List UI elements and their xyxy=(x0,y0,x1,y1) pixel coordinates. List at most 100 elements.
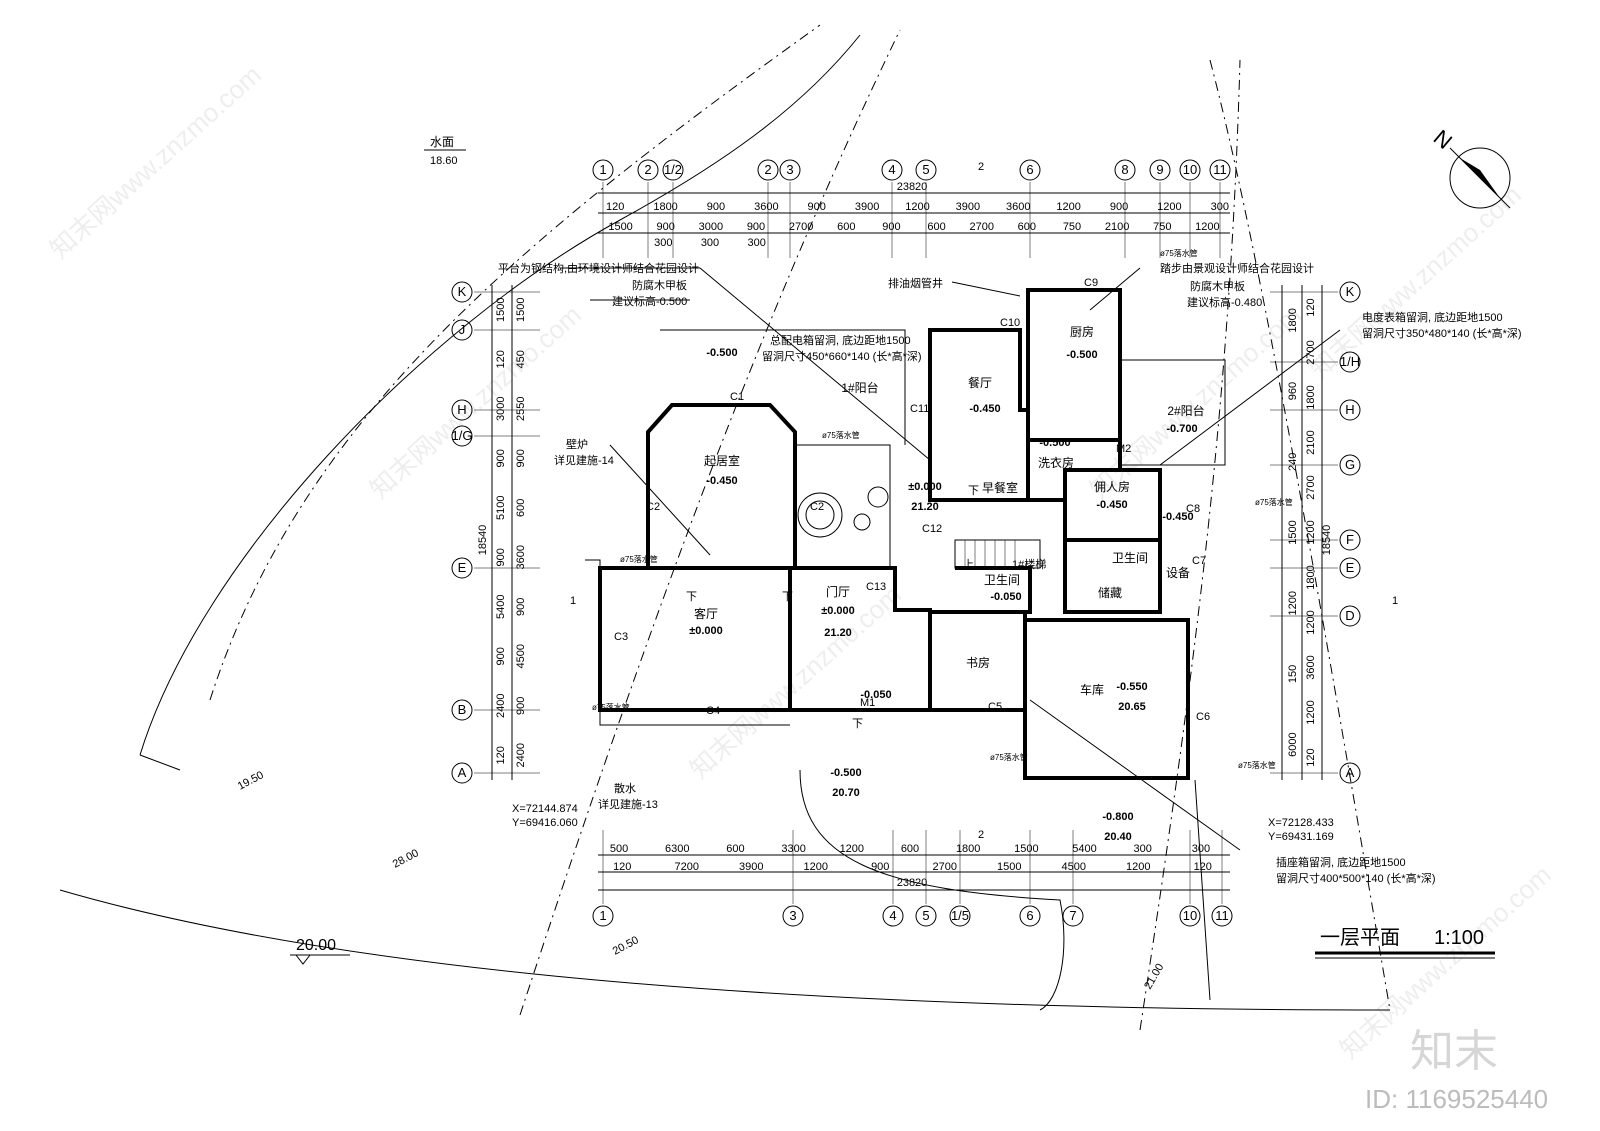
dimension-value: 2700 xyxy=(789,221,813,233)
dimension-value: 750 xyxy=(1063,221,1081,233)
water-mark: 水面 18.60 xyxy=(424,135,466,167)
water-label: 水面 xyxy=(430,135,454,149)
contour-line xyxy=(209,24,821,701)
room-name: 1#阳台 xyxy=(841,380,878,395)
axis-bubble xyxy=(451,319,473,341)
site-curve-left xyxy=(139,34,861,756)
dimension-value: 1200 xyxy=(1056,201,1080,213)
window-tag: C12 xyxy=(922,523,942,535)
dimension-value: 5400 xyxy=(495,595,507,619)
dimension-value: 1500 xyxy=(495,298,507,322)
room-level: -0.450 xyxy=(1096,499,1127,511)
axis-bubble xyxy=(662,159,684,181)
room-name: 餐厅 xyxy=(968,375,992,390)
section-mark-2-top: 2 xyxy=(978,161,984,173)
dimension-value: 5400 xyxy=(1072,843,1096,855)
room-level: ±0.000 xyxy=(821,605,855,617)
wall-dining xyxy=(928,328,1030,502)
dimension-value: 3600 xyxy=(1305,655,1317,679)
dimension-value: 120 xyxy=(613,861,631,873)
court-level: ±0.000 xyxy=(908,481,942,493)
axis-bubble xyxy=(1339,351,1361,373)
dimension-value: 450 xyxy=(515,350,527,368)
axis-label: E xyxy=(458,560,467,575)
axis-bubble xyxy=(451,699,473,721)
dimension-value: 900 xyxy=(1110,201,1128,213)
axis-bubble xyxy=(451,399,473,421)
dimension-value: 900 xyxy=(495,548,507,566)
axis-label: 7 xyxy=(1069,908,1076,923)
window-tag: C2 xyxy=(810,501,824,513)
total-height-left: 18540 xyxy=(477,525,489,556)
dimension-value: 120 xyxy=(1194,861,1212,873)
dimension-value: 1800 xyxy=(1305,385,1317,409)
dimension-value: 300 xyxy=(701,237,719,249)
dims-right-outer: 1202700180021002700120018001200360012001… xyxy=(1305,298,1317,766)
coord-left-y: Y=69416.060 xyxy=(512,817,578,829)
garage-abs-level: 20.65 xyxy=(1118,701,1146,713)
room-name: 车库 xyxy=(1080,682,1104,697)
axis-label: F xyxy=(1346,532,1354,547)
dimension-value: 240 xyxy=(1287,453,1299,471)
drain-pipe-note: ø75落水管 xyxy=(620,554,658,564)
dimension-value: 900 xyxy=(707,201,725,213)
drain-pipe-note: ø75落水管 xyxy=(1238,760,1276,770)
note-stair: 1#楼梯 xyxy=(1012,557,1046,571)
window-tag: C13 xyxy=(866,581,886,593)
contour-label: 20.50 xyxy=(611,934,641,958)
dimension-value: 1200 xyxy=(1305,610,1317,634)
drawing-scale: 1:100 xyxy=(1434,927,1484,949)
axis-bubble xyxy=(881,159,903,181)
front-abs-level: 20.70 xyxy=(832,787,860,799)
note-down: 下 xyxy=(686,591,697,603)
terrace-outline xyxy=(585,559,790,726)
window-tag: C2 xyxy=(646,501,660,513)
wall-garage xyxy=(1023,618,1190,780)
dimension-value: 1200 xyxy=(804,861,828,873)
axis-bubble xyxy=(757,159,779,181)
driveway-curve xyxy=(799,769,1065,1011)
axis-bubble xyxy=(1019,905,1041,927)
note-down: 下 xyxy=(968,485,979,497)
room-name: 门厅 xyxy=(826,584,850,599)
axis-bubble xyxy=(1062,905,1084,927)
note-meter-size: 留洞尺寸350*480*140 (长*高*深) xyxy=(1362,326,1522,340)
room-name: 设备 xyxy=(1166,566,1190,580)
room-name: 起居室 xyxy=(704,453,740,468)
dimension-value: 2700 xyxy=(933,861,957,873)
wall-wc-storage xyxy=(1063,538,1162,614)
axis-bubble xyxy=(1209,159,1231,181)
note-steps: 踏步由景观设计师结合花园设计 xyxy=(1160,261,1314,275)
watermark: 知末网www.znzmo.com xyxy=(1304,179,1527,384)
axis-bubble xyxy=(1339,762,1361,784)
dimension-value: 6300 xyxy=(665,843,689,855)
room-name: 卫生间 xyxy=(1112,551,1148,565)
window-tag: M2 xyxy=(1116,443,1131,455)
id-label: ID: 1169525440 xyxy=(1365,1084,1548,1114)
drain-pipe-note: ø75落水管 xyxy=(990,752,1028,762)
note-platform: 平台为钢结构,由环境设计师结合花园设计 xyxy=(498,261,699,275)
axis-label: K xyxy=(1346,284,1355,299)
annotations: 平台为钢结构,由环境设计师结合花园设计 防腐木甲板 建议标高-0.500 总配电… xyxy=(498,161,1522,885)
axis-bubble xyxy=(1114,159,1136,181)
dimension-value: 120 xyxy=(606,201,624,213)
dimension-value: 600 xyxy=(515,499,527,517)
room-name: 书房 xyxy=(966,655,990,670)
dimension-value: 1200 xyxy=(840,843,864,855)
dimension-value: 900 xyxy=(515,449,527,467)
north-arrow-icon: N xyxy=(1429,125,1511,209)
axis-bubble xyxy=(915,159,937,181)
dimension-value: 1500 xyxy=(608,221,632,233)
stair-1 xyxy=(954,539,1041,569)
dimension-value: 2700 xyxy=(1305,475,1317,499)
dimension-value: 120 xyxy=(495,350,507,368)
contour-label: 19.50 xyxy=(236,769,266,793)
room-level: -0.500 xyxy=(1066,349,1097,361)
axis-bubble xyxy=(1339,557,1361,579)
dimension-value: 900 xyxy=(747,221,765,233)
